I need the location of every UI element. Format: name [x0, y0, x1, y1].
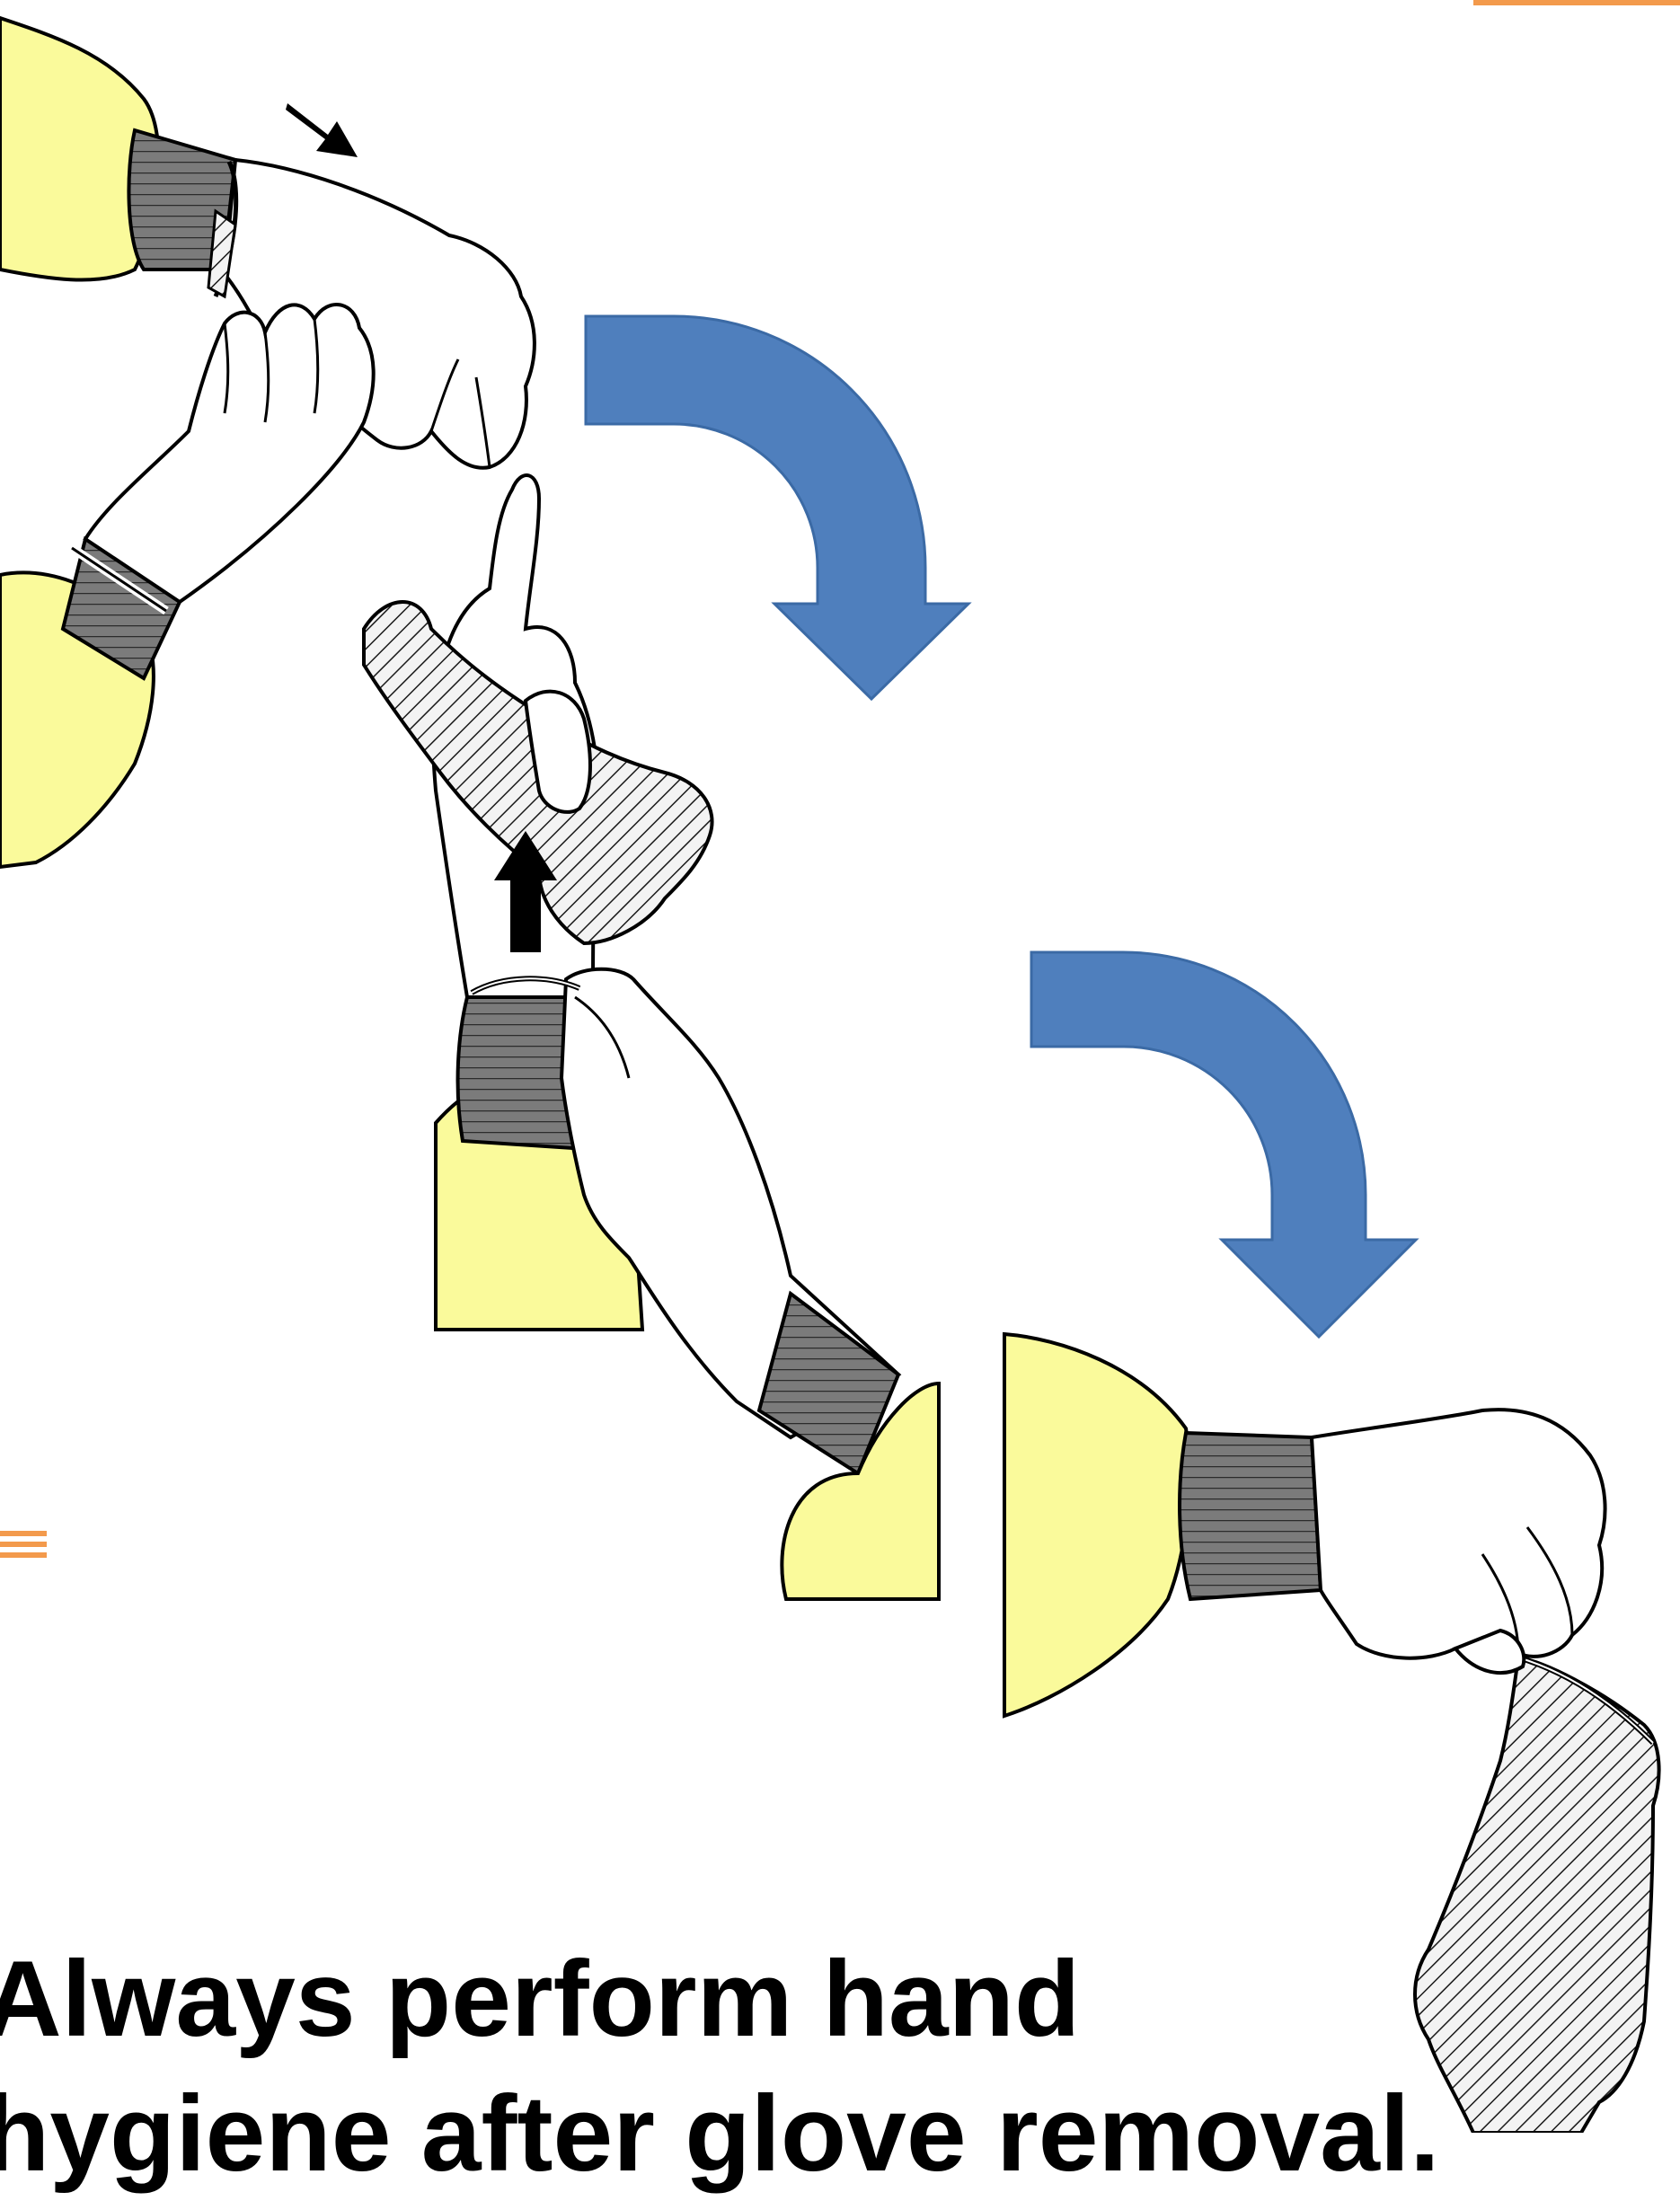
- hand-hygiene-caption: Always perform hand hygiene after glove …: [0, 1931, 1440, 2201]
- gown-sleeve-right: [1003, 1331, 1191, 1719]
- gloved-hand-lower: [83, 303, 376, 605]
- step-3-hold-removed-glove-illustration: [1003, 1331, 1661, 2133]
- direction-arrow-up: [494, 831, 557, 952]
- cuff-upper: [127, 128, 238, 271]
- glove-removal-illustration: [0, 0, 1680, 2133]
- gown-sleeve-reaching: [780, 1381, 941, 1601]
- curved-down-arrow-icon: [1030, 950, 1419, 1339]
- orange-bullet-icon: [0, 1531, 47, 1558]
- direction-arrow-right: [286, 103, 358, 157]
- cuff-right: [1178, 1430, 1323, 1602]
- caption-line-1: Always perform hand: [0, 1939, 1081, 2059]
- step-2-slide-finger-illustration: [362, 473, 941, 1601]
- caption-line-2: hygiene after glove removal.: [0, 2073, 1440, 2194]
- top-right-accent-line: [1473, 0, 1680, 5]
- step-1-grasp-glove-illustration: [0, 15, 536, 870]
- ungloved-hand-right: [1309, 1408, 1607, 1661]
- curved-down-arrow-icon: [584, 314, 972, 702]
- removed-glove-dangling: [1413, 1655, 1661, 2133]
